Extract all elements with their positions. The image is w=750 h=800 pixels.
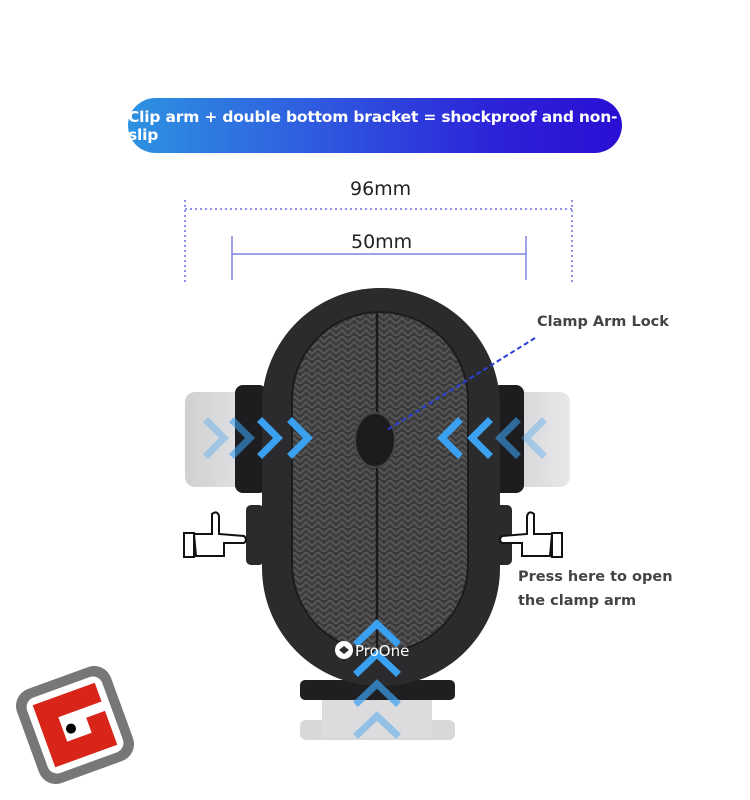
inner-width-label: 50mm: [351, 231, 413, 253]
outer-width-label: 96mm: [350, 178, 412, 200]
press-callout-line1: Press here to open: [518, 569, 673, 585]
clamp-lock-button: [354, 412, 396, 468]
headline-text: Clip arm + double bottom bracket = shock…: [128, 107, 618, 144]
dimension-96mm: [184, 200, 573, 283]
pointing-hand-left-icon: [183, 511, 247, 558]
bottom-bracket: [300, 680, 455, 740]
headline-banner: Clip arm + double bottom bracket = shock…: [128, 98, 622, 153]
device-logo: ProOne: [335, 641, 409, 660]
inward-arrows-right-icon: [437, 417, 547, 459]
watermark-logo: [15, 665, 135, 785]
svg-text:ProOne: ProOne: [355, 642, 409, 660]
left-release-button: [246, 505, 264, 565]
pointing-hand-right-icon: [499, 511, 563, 558]
press-callout-line2: the clamp arm: [518, 593, 637, 609]
upward-arrows-icon: [353, 619, 401, 739]
inward-arrows-left-icon: [203, 417, 313, 459]
clamp-lock-callout: Clamp Arm Lock: [537, 314, 669, 330]
dimension-50mm: [231, 236, 527, 280]
